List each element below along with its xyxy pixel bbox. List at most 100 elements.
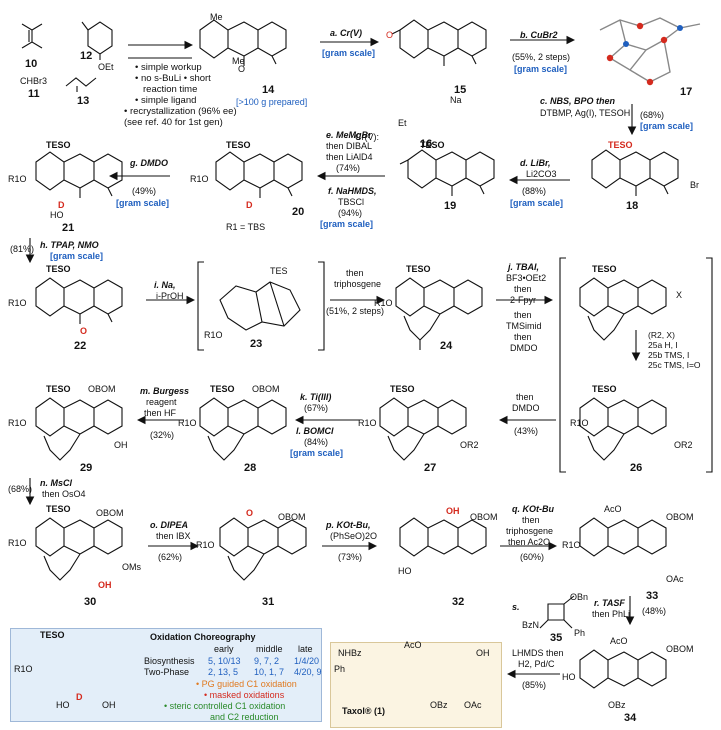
taxol-oh: OH bbox=[476, 648, 490, 658]
structure-15 bbox=[391, 19, 487, 66]
c22-o: O bbox=[80, 326, 88, 336]
step-d-scale: [gram scale] bbox=[510, 198, 564, 208]
compound-20-label: 20 bbox=[292, 206, 305, 218]
step-i: i. Na, bbox=[154, 280, 176, 290]
c35-bzn: BzN bbox=[522, 620, 540, 630]
step-m: m. Burgess bbox=[140, 386, 190, 396]
step-k-yield: (67%) bbox=[304, 403, 329, 413]
step-i-2: i-PrOH bbox=[156, 291, 184, 301]
c27-r1o: R1O bbox=[358, 418, 377, 428]
step-l: l. BOMCl bbox=[296, 426, 334, 436]
step-b-yield: (55%, 2 steps) bbox=[512, 52, 571, 62]
c32-oh: OH bbox=[446, 506, 460, 516]
c24-teso: TESO bbox=[406, 264, 431, 274]
choreo-row-1-name: Biosynthesis bbox=[144, 656, 195, 666]
structure-13 bbox=[65, 77, 97, 92]
group-me: Me bbox=[210, 12, 223, 22]
c19-teso: TESO bbox=[420, 140, 445, 150]
c31-obom: OBOM bbox=[278, 512, 306, 522]
step-g-scale: [gram scale] bbox=[116, 198, 170, 208]
step-p-yield: (73%) bbox=[338, 552, 363, 562]
choreo-row-1-middle: 9, 7, 2 bbox=[254, 656, 280, 666]
choreo-note-4: and C2 reduction bbox=[210, 712, 279, 722]
c34-obom: OBOM bbox=[666, 644, 694, 654]
step-c-2: DTBMP, Ag(I), TESOH bbox=[540, 108, 631, 118]
step-c: c. NBS, BPO then bbox=[540, 96, 616, 106]
structure-22 bbox=[35, 277, 123, 324]
step-dmdo-then: then bbox=[516, 392, 534, 402]
structure-33 bbox=[579, 517, 667, 557]
cr-reagent-label: Cr(V): bbox=[355, 132, 379, 142]
structure-21 bbox=[35, 151, 123, 198]
compound-22-label: 22 bbox=[74, 340, 87, 352]
compound-32-label: 32 bbox=[452, 596, 465, 608]
c25-legend-2: 25b TMS, I bbox=[648, 350, 690, 360]
step-p: p. KOt-Bu, bbox=[326, 520, 371, 530]
step-s-reagent-2: H2, Pd/C bbox=[518, 659, 555, 669]
taxol-label: Taxol® (1) bbox=[342, 706, 385, 716]
compound-16-label: 16 bbox=[420, 138, 433, 150]
step-n-2: then OsO4 bbox=[42, 489, 86, 499]
c20-r1o: R1O bbox=[190, 174, 209, 184]
structure-31 bbox=[219, 517, 307, 581]
c34-obz: OBz bbox=[608, 700, 626, 710]
c35-ph: Ph bbox=[574, 628, 586, 638]
step-l-yield: (84%) bbox=[304, 437, 329, 447]
c20-teso: TESO bbox=[226, 140, 251, 150]
step-j-4: 2-Fpyr bbox=[510, 295, 537, 305]
compound-12-oet: OEt bbox=[98, 62, 114, 72]
compound-31-label: 31 bbox=[262, 596, 275, 608]
step-dmdo-yield: (43%) bbox=[514, 426, 539, 436]
compound-14-label: 14 bbox=[262, 84, 275, 96]
c30-obom: OBOM bbox=[96, 508, 124, 518]
step-o-yield: (62%) bbox=[158, 552, 183, 562]
compound-13-label: 13 bbox=[77, 95, 90, 107]
c22-r1o: R1O bbox=[8, 298, 27, 308]
c32-ho: HO bbox=[398, 566, 412, 576]
route-note-2: • no s-BuLi • short bbox=[135, 73, 211, 84]
group-me: Me bbox=[232, 56, 245, 66]
step-f: f. NaHMDS, bbox=[328, 186, 377, 196]
c33-obom: OBOM bbox=[666, 512, 694, 522]
compound-30-label: 30 bbox=[84, 596, 97, 608]
compound-33-label: 33 bbox=[646, 590, 659, 602]
step-k: k. Ti(III) bbox=[300, 392, 332, 402]
compound-15-label: 15 bbox=[454, 84, 467, 96]
c15-carbonyl-o: O bbox=[386, 30, 394, 40]
step-o-2: then IBX bbox=[156, 531, 191, 541]
compound-12-label: 12 bbox=[80, 50, 93, 62]
c29-r1o: R1O bbox=[8, 418, 27, 428]
structure-34 bbox=[579, 649, 667, 689]
structure-18 bbox=[591, 149, 679, 196]
step-j-6: TMSimid bbox=[506, 321, 542, 331]
compound-34-label: 34 bbox=[624, 712, 637, 724]
step-r-yield: (48%) bbox=[642, 606, 667, 616]
choreo-ho: HO bbox=[56, 700, 70, 710]
c28-r1o: R1O bbox=[178, 418, 197, 428]
cr-reagent-et: Et bbox=[398, 118, 407, 128]
c32-obom: OBOM bbox=[470, 512, 498, 522]
step-triphosgene-then: then bbox=[346, 268, 364, 278]
step-s: s. bbox=[512, 602, 520, 612]
route-note-6: (see ref. 40 for 1st gen) bbox=[124, 117, 223, 128]
choreo-d: D bbox=[76, 692, 83, 702]
structure-20 bbox=[215, 151, 303, 198]
step-f-yield: (94%) bbox=[338, 208, 363, 218]
structure-24 bbox=[395, 277, 483, 350]
step-j: j. TBAI, bbox=[508, 262, 539, 272]
c34-ho: HO bbox=[562, 672, 576, 682]
c28-obom: OBOM bbox=[252, 384, 280, 394]
step-h-yield: (81%) bbox=[10, 244, 35, 254]
c26-r1o: R1O bbox=[570, 418, 589, 428]
structure-25 bbox=[579, 277, 667, 341]
compound-27-label: 27 bbox=[424, 462, 437, 474]
c25-teso: TESO bbox=[592, 264, 617, 274]
c18-teso: TESO bbox=[608, 140, 633, 150]
choreo-note-1: • PG guided C1 oxidation bbox=[196, 679, 297, 689]
taxol-panel bbox=[330, 642, 502, 728]
compound-18-label: 18 bbox=[626, 200, 639, 212]
c22-teso: TESO bbox=[46, 264, 71, 274]
choreo-note-2: • masked oxidations bbox=[204, 690, 285, 700]
step-b-scale: [gram scale] bbox=[514, 64, 568, 74]
c31-o: O bbox=[246, 508, 254, 518]
